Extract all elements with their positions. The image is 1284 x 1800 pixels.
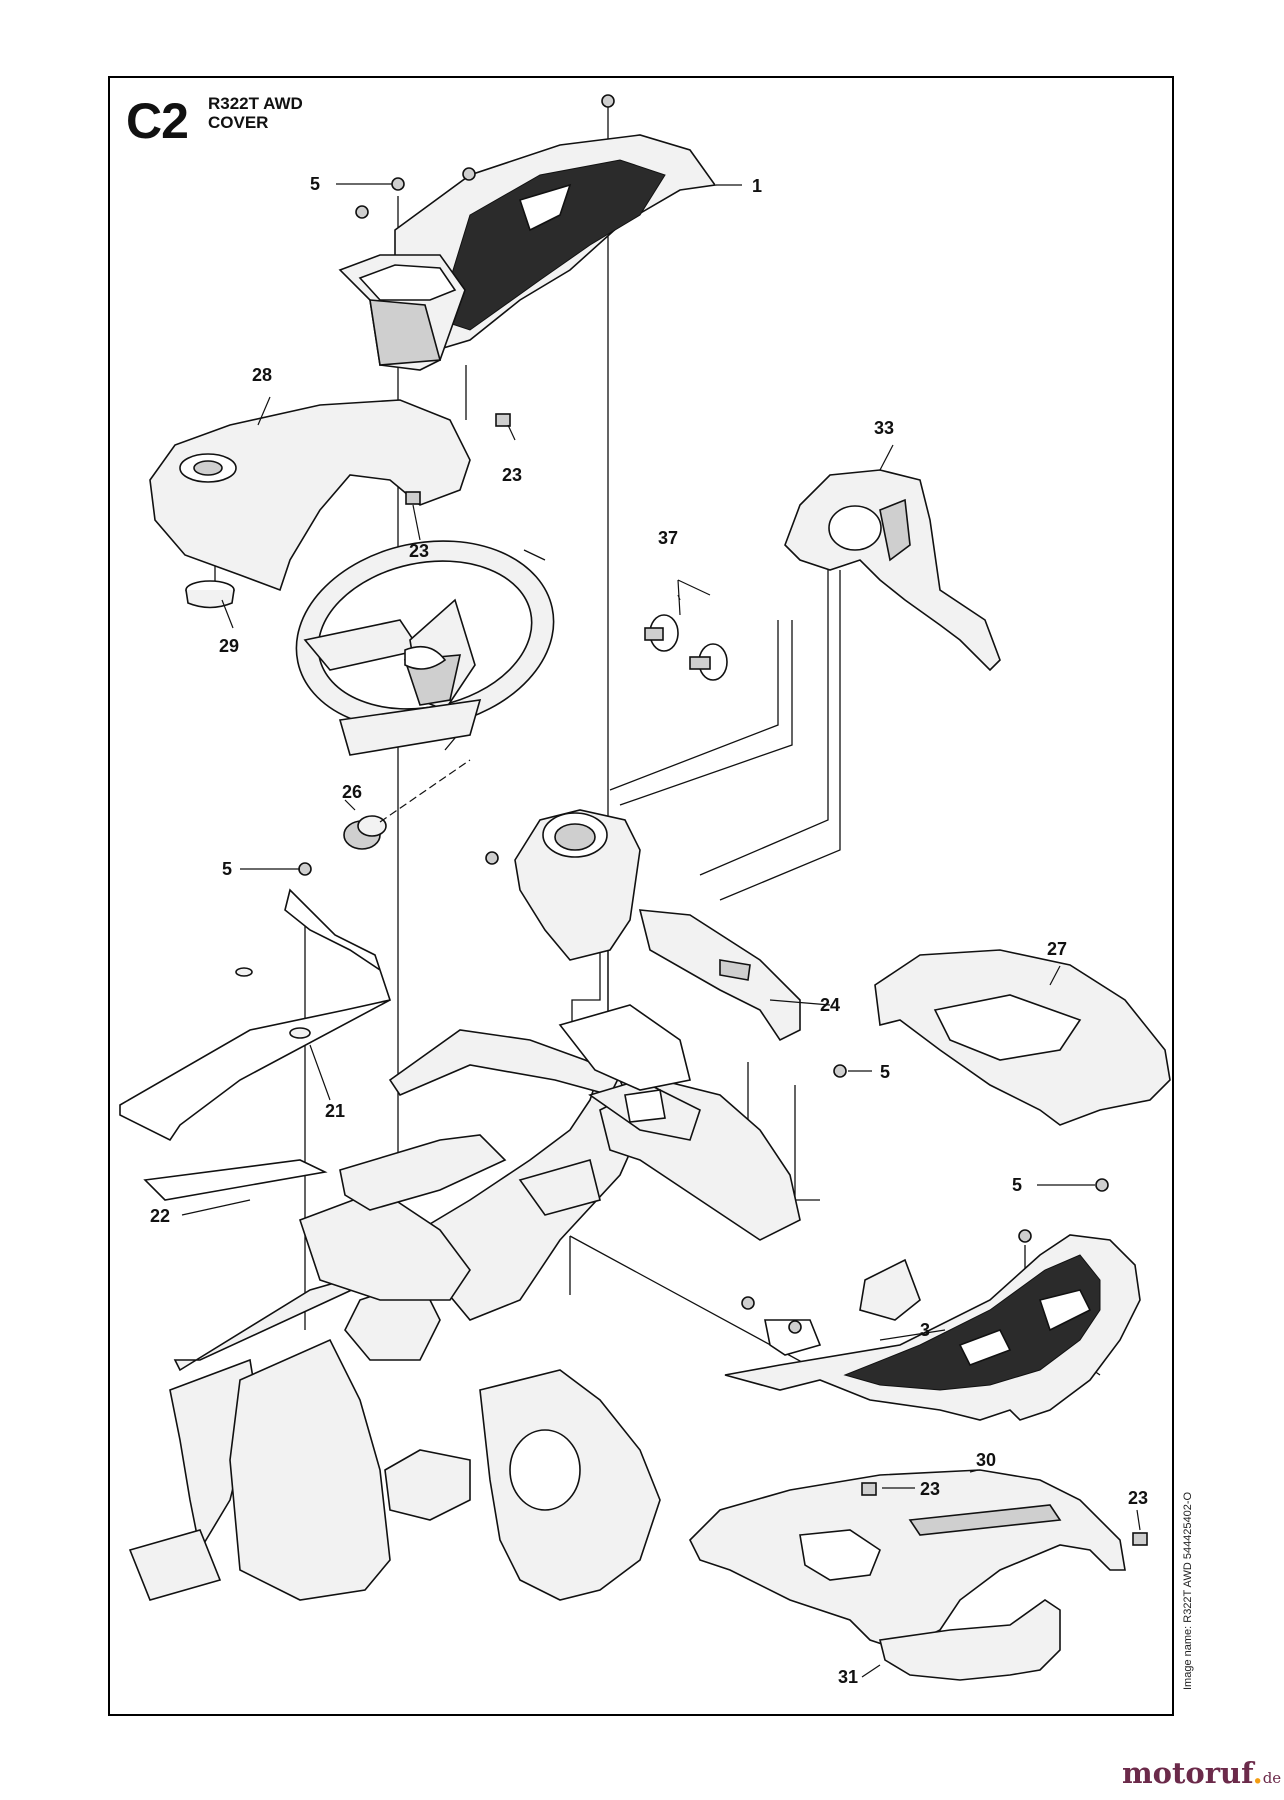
screw-fasteners [298, 94, 1109, 1334]
sheet-code: C2 [126, 93, 189, 149]
part-29-cup-ring [185, 580, 235, 609]
callout-5-right: 5 [1012, 1175, 1022, 1195]
callout-30: 30 [976, 1450, 996, 1470]
part-31-fender-extension [879, 1599, 1061, 1681]
steering-wheel [295, 540, 555, 756]
brand-dot-icon: . [1252, 1756, 1263, 1790]
callout-23-d: 23 [1128, 1488, 1148, 1508]
section-name: COVER [208, 113, 269, 132]
callout-27: 27 [1047, 939, 1067, 959]
part-26-knob [343, 759, 471, 850]
callout-23-b: 23 [409, 541, 429, 561]
callout-37: 37 [658, 528, 678, 548]
callout-31: 31 [838, 1667, 858, 1687]
part-1-top-cover [338, 134, 717, 371]
callout-5-top: 5 [310, 174, 320, 194]
callout-1: 1 [752, 176, 762, 196]
clip-parts-23-upper [405, 413, 511, 505]
part-21-left-floor-panel [119, 888, 392, 1142]
callout-24: 24 [820, 995, 840, 1015]
callout-leaders [181, 183, 1141, 1678]
part-37-lamps [644, 614, 728, 681]
part-33-dash-panel [784, 469, 1001, 672]
callout-22: 22 [150, 1206, 170, 1226]
callout-23-a: 23 [502, 465, 522, 485]
callout-26: 26 [342, 782, 362, 802]
callout-23-c: 23 [920, 1479, 940, 1499]
model-name: R322T AWD [208, 94, 303, 113]
callout-3: 3 [920, 1320, 930, 1340]
part-24-column-cover [514, 809, 801, 1042]
callout-21: 21 [325, 1101, 345, 1121]
clip-parts-23-lower [861, 1482, 1148, 1546]
part-22-strip [143, 1159, 328, 1201]
callout-labels: 1 5 28 23 23 33 37 29 26 5 27 24 5 21 22… [150, 174, 1148, 1687]
callout-5-middle: 5 [880, 1062, 890, 1082]
brand-suffix: de [1262, 1769, 1282, 1787]
image-name-note: Image name: R322T AWD 544425402-O [1182, 1491, 1194, 1690]
part-28-left-fender [149, 399, 471, 592]
callout-28: 28 [252, 365, 272, 385]
chassis-frame [128, 1004, 801, 1601]
callout-33: 33 [874, 418, 894, 438]
part-27-rear-cover [874, 949, 1171, 1126]
part-3-right-floor-cover [724, 1234, 1141, 1421]
callout-29: 29 [219, 636, 239, 656]
part-30-right-fender [689, 1469, 1126, 1651]
callout-5-left: 5 [222, 859, 232, 879]
brand-logo: motoruf.de [1122, 1756, 1281, 1790]
brand-name: motoruf [1122, 1756, 1253, 1790]
title-block: R322T AWD COVER [208, 94, 303, 132]
diagram-frame [108, 76, 1174, 1716]
